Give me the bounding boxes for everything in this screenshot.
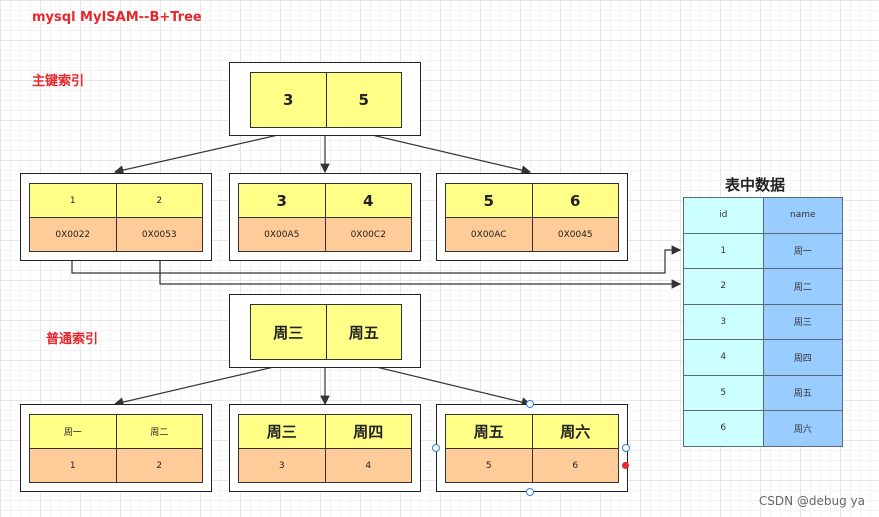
primary-leaf-node-3: 5 6 0X00AC 0X0045	[436, 173, 628, 261]
table-cell-id: 3	[684, 304, 764, 339]
pointer-0x0053-to-row2	[159, 252, 682, 289]
primary-root-node: 3 5	[229, 62, 421, 136]
table-header-name: name	[763, 198, 842, 233]
table-cell-name: 周四	[763, 340, 842, 375]
table-cell-name: 周一	[763, 233, 842, 268]
leaf-key: 周三	[266, 423, 297, 441]
secondary-leaf-node-1: 周一 周二 1 2	[20, 404, 212, 492]
table-cell-id: 2	[684, 269, 764, 304]
table-cell-name: 周五	[763, 375, 842, 410]
secondary-leaf-node-2: 周三 周四 3 4	[229, 404, 421, 492]
leaf-key: 周五	[473, 423, 504, 441]
table-row: 3 周三	[684, 303, 842, 339]
primary-index-label: 主键索引	[32, 74, 85, 89]
table-header-id: id	[684, 198, 764, 233]
table-cell-name: 周三	[763, 304, 842, 339]
arrow-sec-root-to-leaf1	[113, 365, 279, 407]
leaf-address: 0X00AC	[470, 229, 507, 240]
table-cell-id: 6	[684, 411, 764, 446]
primary-leaf-node-1: 1 2 0X0022 0X0053	[20, 173, 212, 261]
leaf-id: 1	[69, 460, 76, 471]
leaf-key: 5	[483, 191, 494, 210]
leaf-key: 4	[324, 184, 412, 217]
table-row: 5 周五	[684, 374, 842, 410]
table-title: 表中数据	[725, 176, 786, 194]
watermark: CSDN @debug ya	[758, 494, 865, 508]
resize-handle-right[interactable]	[622, 444, 630, 452]
arrow-root-to-leaf1	[113, 134, 279, 175]
connection-point-marker[interactable]	[622, 462, 629, 469]
table-cell-name: 周二	[763, 269, 842, 304]
resize-handle-bottom[interactable]	[526, 488, 534, 496]
secondary-root-key: 周三	[273, 323, 304, 342]
leaf-address: 0X00C2	[324, 218, 412, 251]
leaf-id: 5	[485, 460, 492, 471]
pointer-0x0022-to-row1	[71, 245, 682, 274]
leaf-address: 0X0053	[115, 218, 203, 251]
secondary-index-label: 普通索引	[46, 332, 99, 347]
secondary-root-node: 周三 周五	[229, 294, 421, 368]
leaf-key: 周四	[324, 415, 412, 448]
table-cell-id: 1	[684, 233, 764, 268]
leaf-id: 2	[115, 449, 203, 482]
arrow-sec-root-to-leaf3	[371, 365, 532, 407]
leaf-key: 3	[276, 191, 287, 210]
leaf-key: 2	[115, 184, 203, 217]
leaf-id: 6	[531, 449, 619, 482]
primary-root-key: 3	[283, 91, 294, 109]
arrow-root-to-leaf3	[371, 134, 532, 175]
table-row: 1 周一	[684, 232, 842, 268]
secondary-leaf-node-3[interactable]: 周五 周六 5 6	[436, 404, 628, 492]
table-header-row: id name	[684, 198, 842, 233]
primary-root-key: 5	[325, 73, 402, 127]
leaf-address: 0X0022	[55, 229, 91, 240]
data-table: id name 1 周一 2 周二 3 周三 4 周四 5 周五 6 周六	[683, 197, 843, 447]
leaf-key: 6	[531, 184, 619, 217]
table-row: 2 周二	[684, 268, 842, 304]
diagram-title: mysql MyISAM--B+Tree	[32, 10, 202, 25]
resize-handle-top[interactable]	[526, 400, 534, 408]
table-row: 4 周四	[684, 339, 842, 375]
resize-handle-left[interactable]	[432, 444, 440, 452]
table-row: 6 周六	[684, 410, 842, 446]
primary-leaf-node-2: 3 4 0X00A5 0X00C2	[229, 173, 421, 261]
secondary-root-key: 周五	[325, 305, 402, 359]
leaf-key: 周六	[531, 415, 619, 448]
leaf-key: 周二	[115, 415, 203, 448]
leaf-address: 0X0045	[531, 218, 619, 251]
leaf-key: 周一	[63, 428, 82, 438]
leaf-address: 0X00A5	[264, 229, 300, 240]
table-cell-name: 周六	[763, 411, 842, 446]
table-cell-id: 5	[684, 375, 764, 410]
table-cell-id: 4	[684, 340, 764, 375]
leaf-id: 4	[324, 449, 412, 482]
leaf-id: 3	[278, 460, 285, 471]
leaf-key: 1	[69, 195, 76, 206]
